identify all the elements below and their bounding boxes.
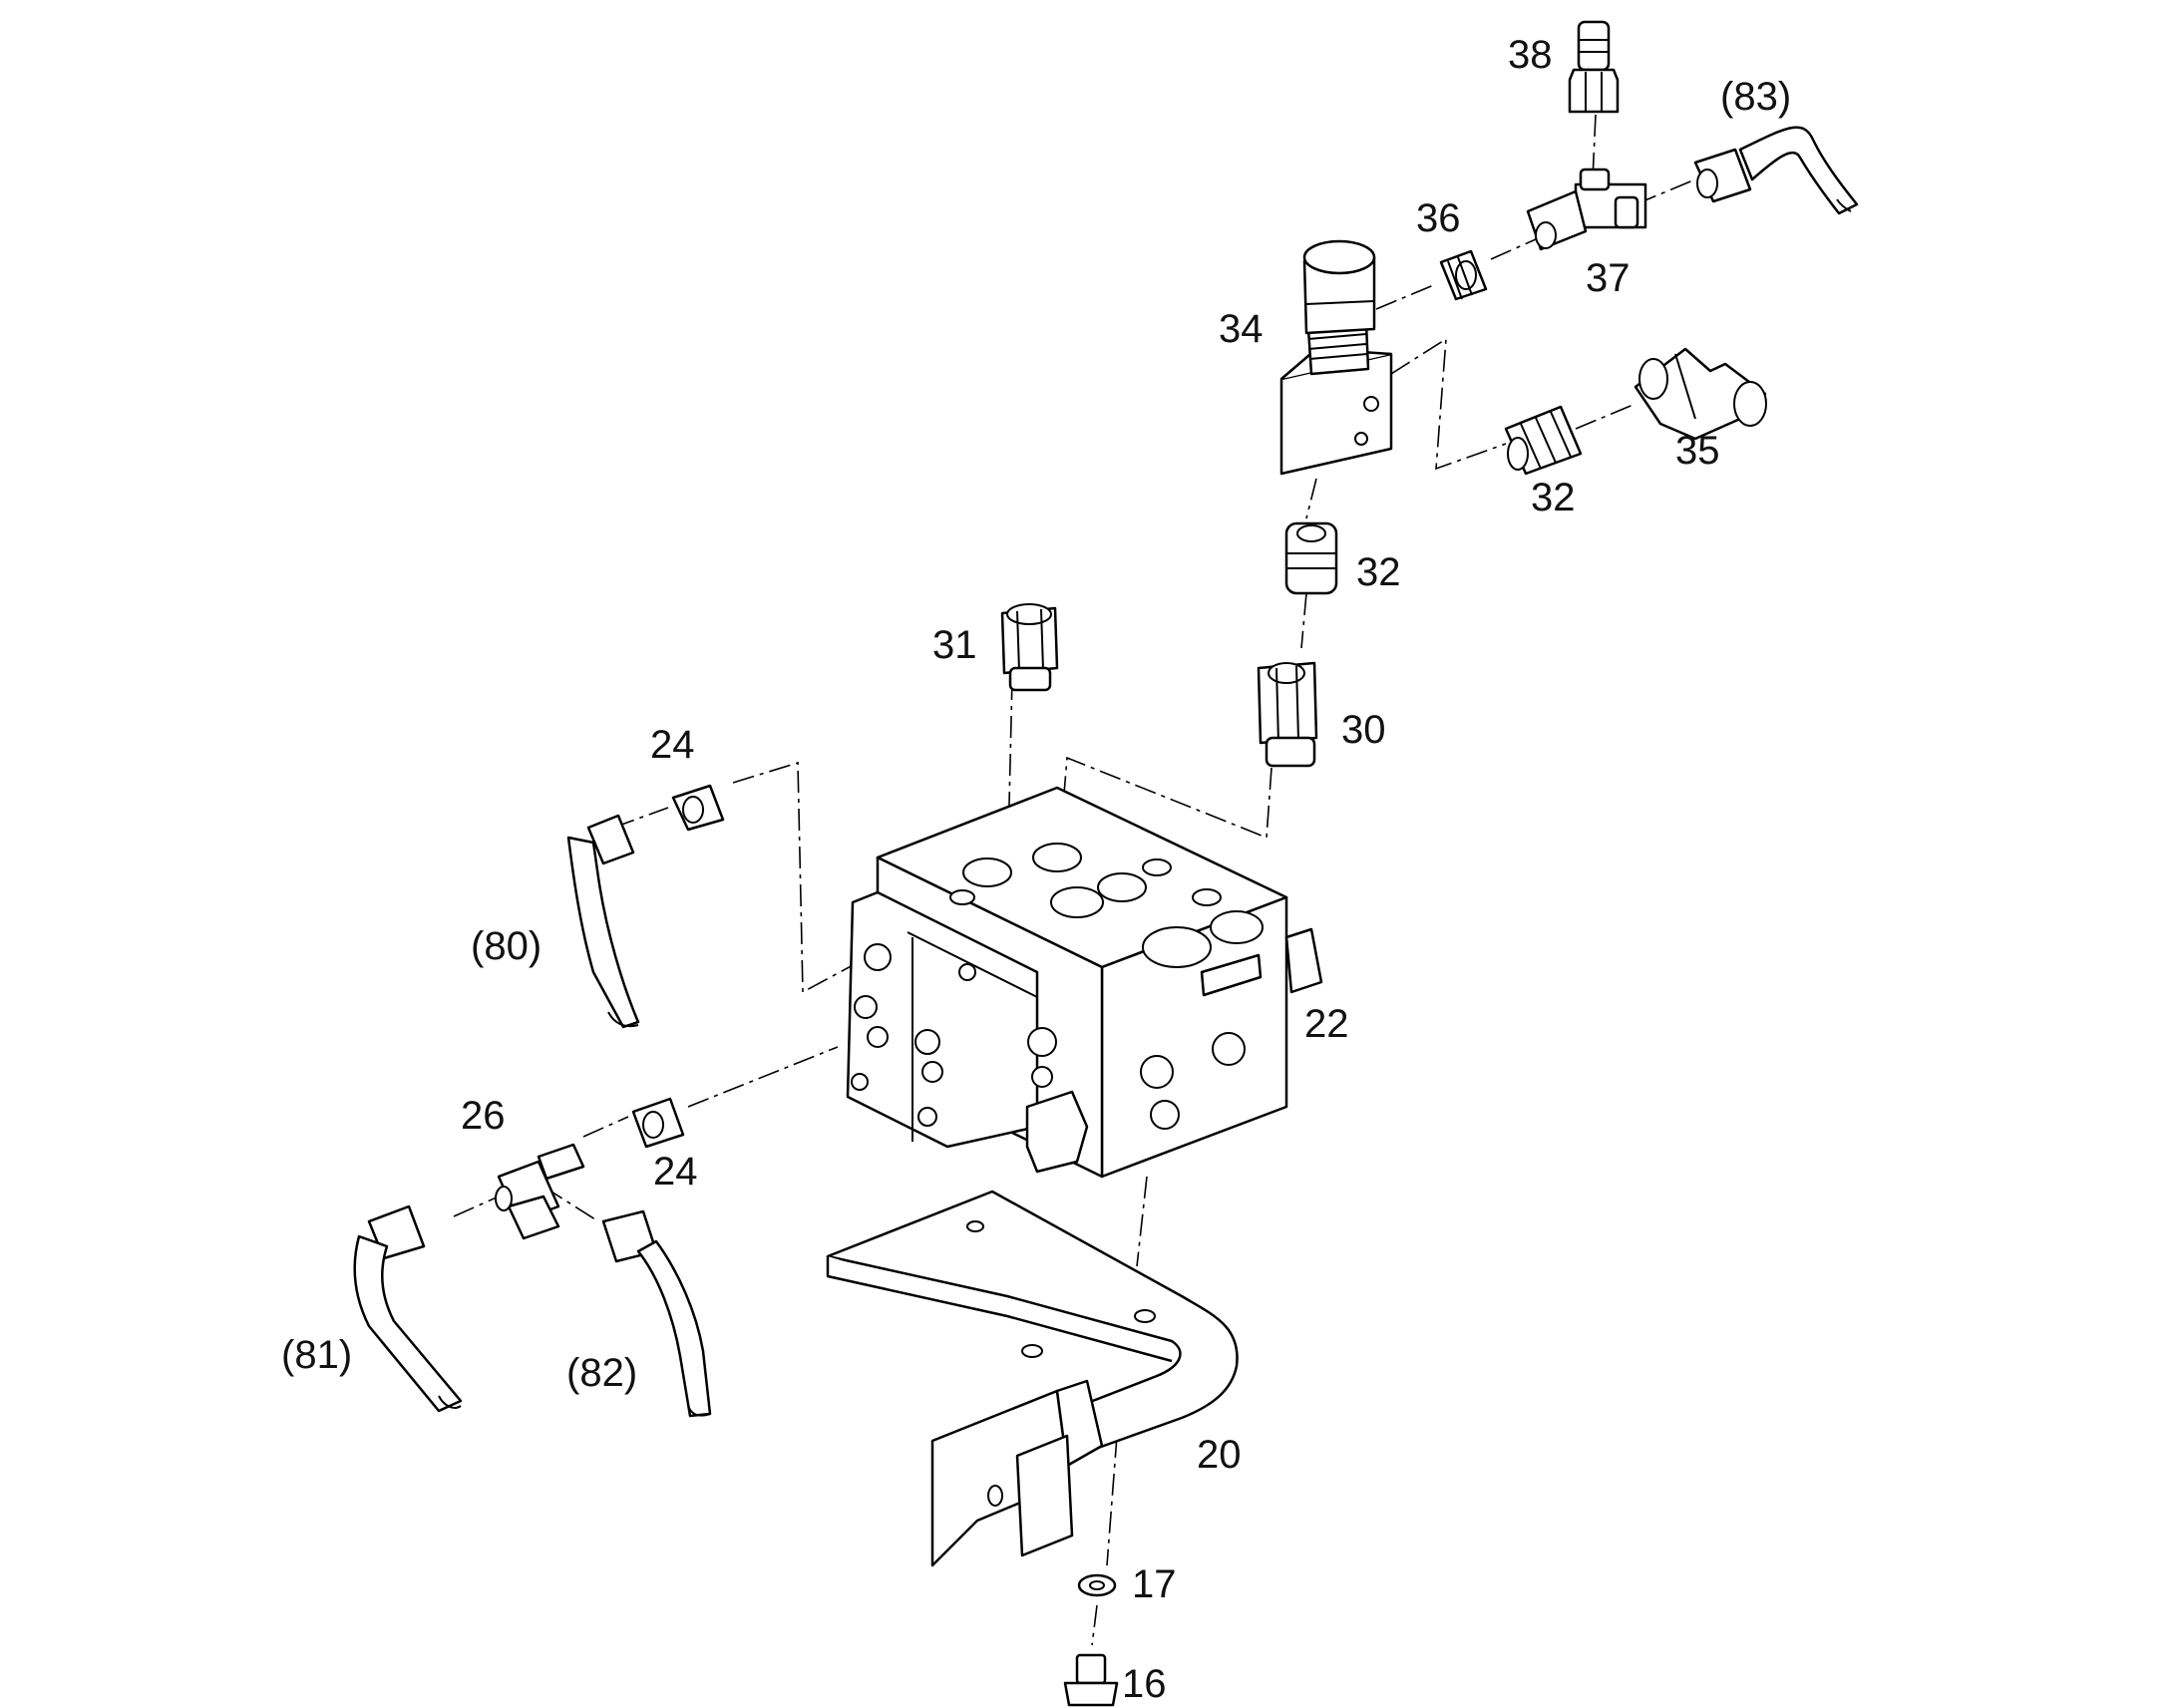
label-34: 34: [1219, 307, 1264, 351]
part-34-valve: [1279, 239, 1393, 476]
label-16: 16: [1122, 1662, 1167, 1706]
ref-82-hose: [601, 1209, 712, 1418]
label-20: 20: [1197, 1433, 1242, 1477]
part-22-valve-block: [846, 786, 1323, 1179]
label-37: 37: [1586, 256, 1631, 300]
label-24-upper: 24: [650, 723, 695, 767]
part-31-fitting: [1000, 603, 1059, 692]
label-24-lower: 24: [653, 1150, 698, 1194]
label-26: 26: [461, 1094, 506, 1138]
part-37-tee: [1526, 168, 1647, 251]
label-83: (83): [1720, 75, 1791, 119]
label-35: 35: [1675, 429, 1720, 473]
part-35-elbow: [1634, 347, 1767, 441]
label-80: (80): [471, 924, 542, 968]
label-32-right: 32: [1531, 476, 1576, 519]
part-32-fitting-right: [1504, 405, 1583, 476]
ref-80-hose: [566, 814, 640, 1029]
part-36-adapter: [1439, 249, 1488, 301]
part-20-bracket: [826, 1190, 1239, 1567]
label-30: 30: [1341, 708, 1386, 752]
label-36: 36: [1416, 196, 1461, 240]
label-82: (82): [566, 1351, 637, 1395]
callout-labels: 38 (83) 36 37 34 35 32 32 31 30 24 (80) …: [281, 33, 1791, 1706]
part-16-bolt: [1063, 1653, 1119, 1707]
part-32-fitting-center: [1284, 521, 1338, 595]
part-24-adapter-lower: [631, 1097, 685, 1149]
label-81: (81): [281, 1333, 352, 1377]
label-32-center: 32: [1356, 550, 1401, 594]
label-31: 31: [932, 623, 977, 667]
part-26-tee: [495, 1143, 585, 1240]
part-30-fitting: [1257, 661, 1318, 768]
part-24-adapter-upper: [671, 784, 725, 832]
label-38: 38: [1508, 33, 1553, 77]
label-22: 22: [1304, 1002, 1349, 1046]
part-17-washer: [1077, 1573, 1117, 1597]
ref-83-hose: [1693, 126, 1859, 215]
part-38-fitting: [1568, 20, 1620, 114]
label-17: 17: [1132, 1562, 1177, 1606]
ref-81-hose: [353, 1204, 463, 1413]
